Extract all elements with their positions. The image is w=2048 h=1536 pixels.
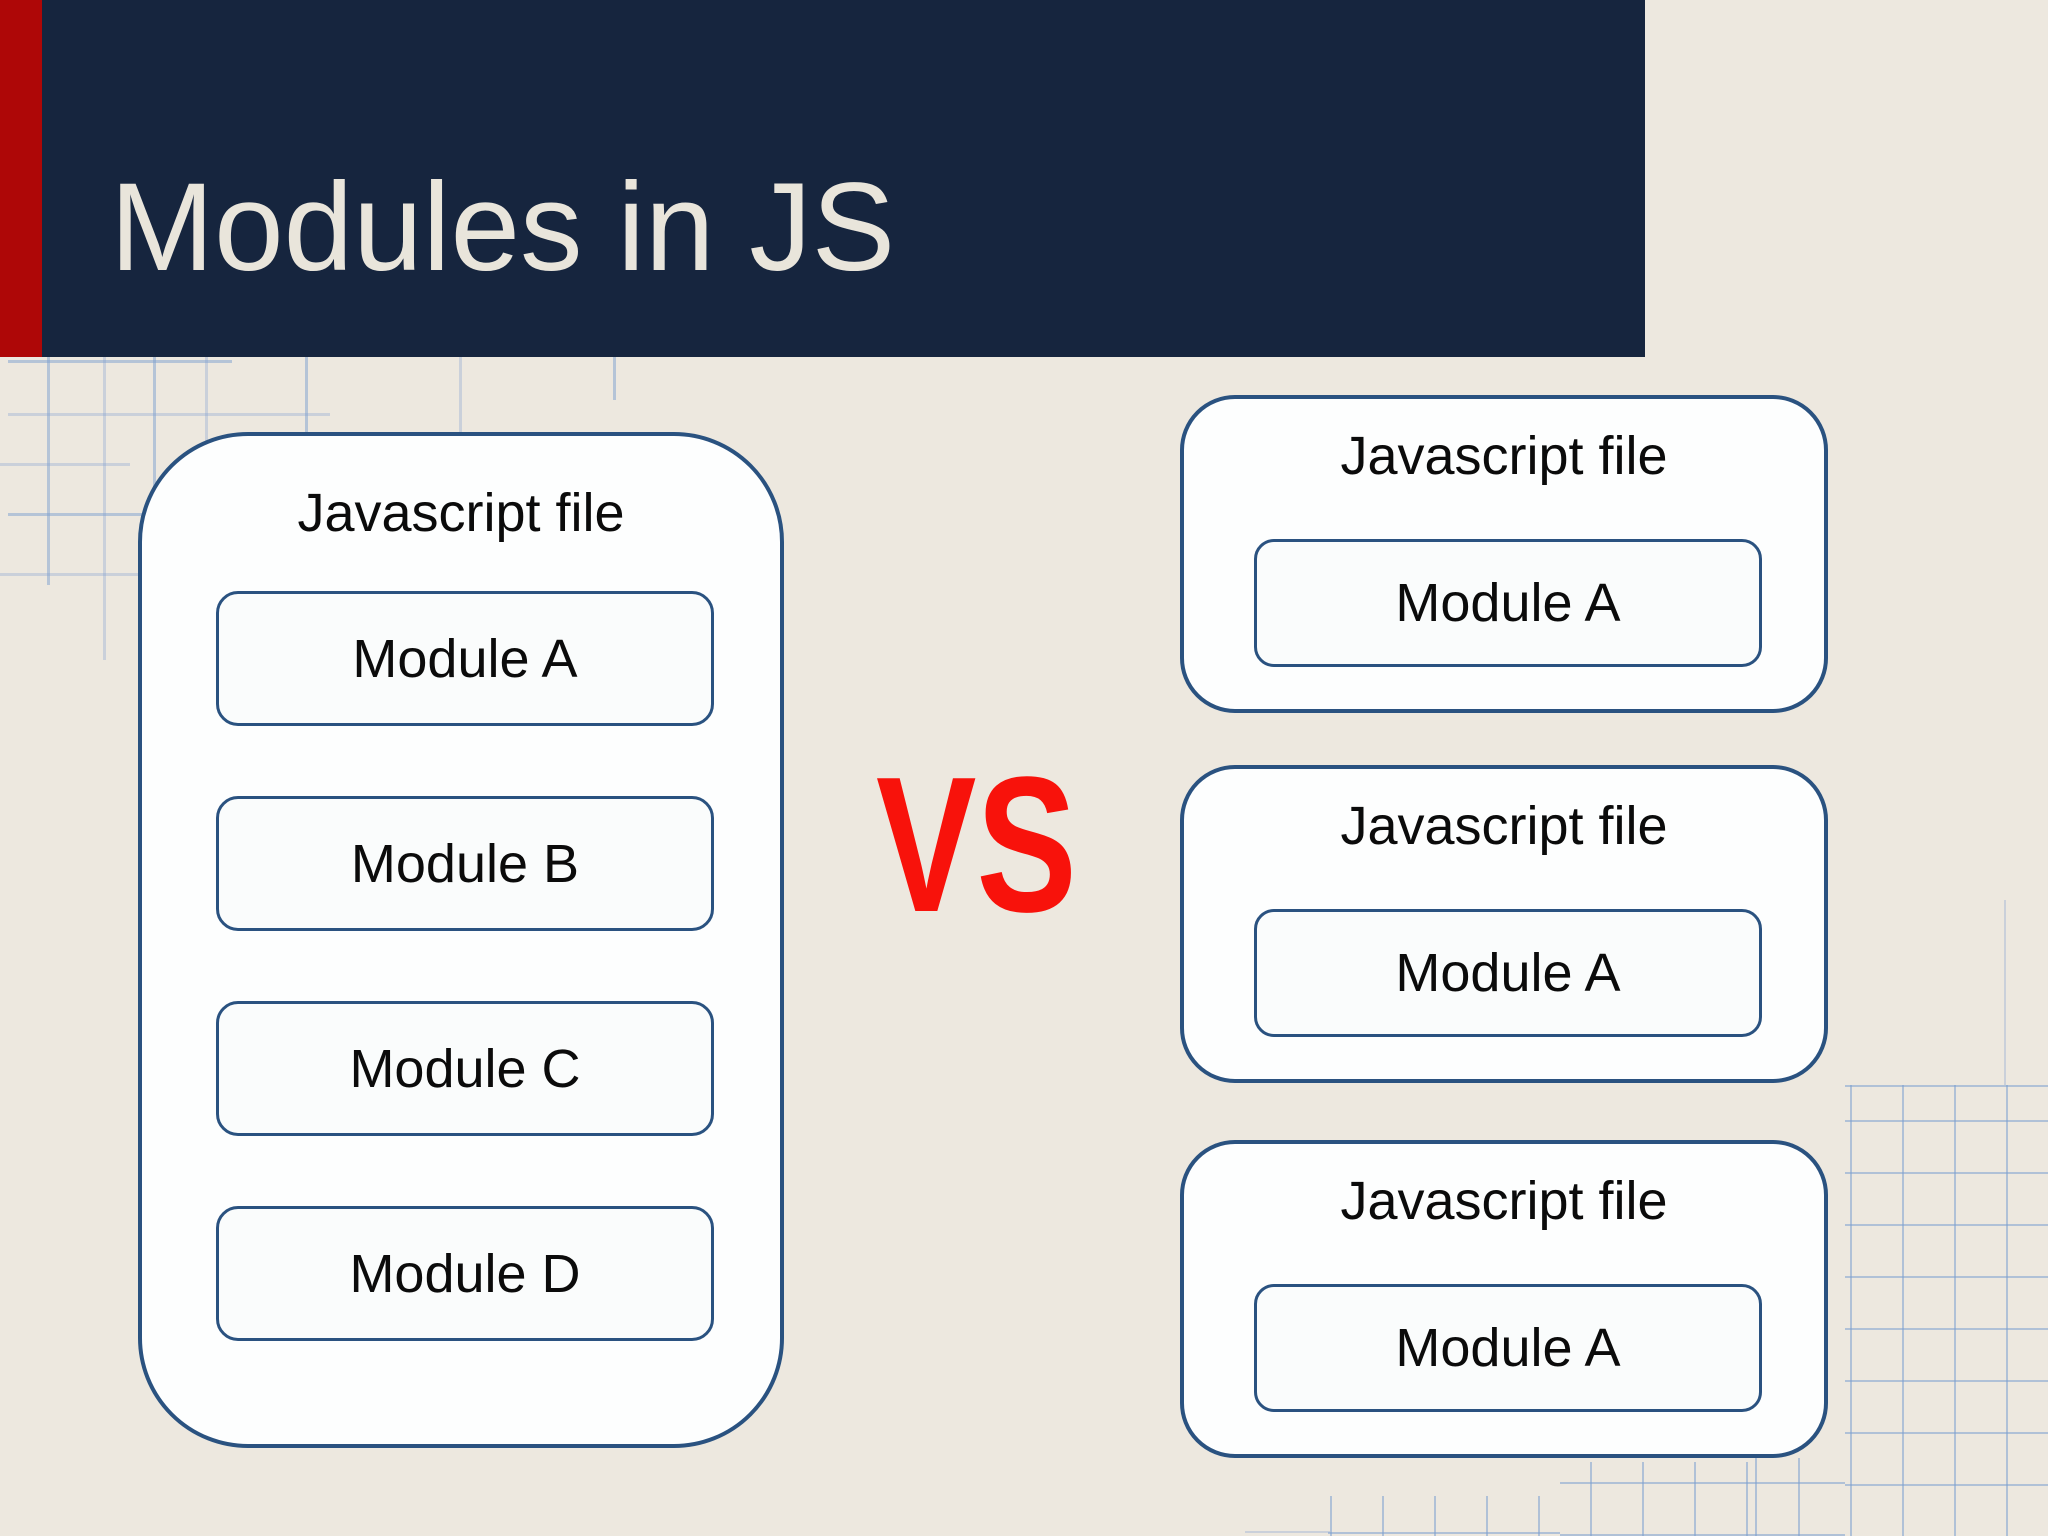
module-label: Module C (349, 1038, 581, 1099)
grid-patch (1328, 1496, 1560, 1536)
grid-line (8, 413, 330, 416)
grid-line (1245, 1531, 1330, 1533)
module-box-b: Module B (216, 796, 714, 931)
grid-line (103, 357, 106, 660)
js-file-label: Javascript file (1340, 796, 1668, 856)
module-label: Module A (1395, 573, 1621, 633)
js-file-label: Javascript file (1340, 426, 1668, 486)
module-box: Module A (1254, 909, 1762, 1037)
grid-line (613, 357, 616, 400)
slide-title: Modules in JS (110, 158, 896, 297)
grid-line (205, 357, 208, 460)
grid-patch (1845, 1085, 2048, 1536)
right-js-file-container-2: Javascript file Module A (1180, 765, 1828, 1083)
right-js-file-container-1: Javascript file Module A (1180, 395, 1828, 713)
vs-label: VS (876, 736, 1077, 952)
module-label: Module B (350, 833, 580, 894)
grid-line (0, 463, 130, 466)
js-file-label: Javascript file (1340, 1171, 1668, 1231)
module-label: Module A (1395, 943, 1621, 1003)
module-label: Module A (352, 628, 578, 689)
header-bar (42, 0, 1645, 357)
right-js-file-container-3: Javascript file Module A (1180, 1140, 1828, 1458)
grid-line (0, 573, 197, 576)
module-box-a: Module A (216, 591, 714, 726)
grid-line (47, 357, 50, 585)
grid-line (2004, 900, 2006, 1085)
js-file-label: Javascript file (297, 483, 625, 543)
module-label: Module A (1395, 1318, 1621, 1378)
module-box-d: Module D (216, 1206, 714, 1341)
grid-patch (1560, 1462, 1750, 1536)
module-box: Module A (1254, 1284, 1762, 1412)
module-box: Module A (1254, 539, 1762, 667)
grid-line (8, 360, 232, 363)
red-accent-bar (0, 0, 42, 357)
module-label: Module D (349, 1243, 581, 1304)
module-box-c: Module C (216, 1001, 714, 1136)
grid-patch (1750, 1458, 1845, 1536)
left-js-file-container: Javascript file Module A Module B Module… (138, 432, 784, 1448)
